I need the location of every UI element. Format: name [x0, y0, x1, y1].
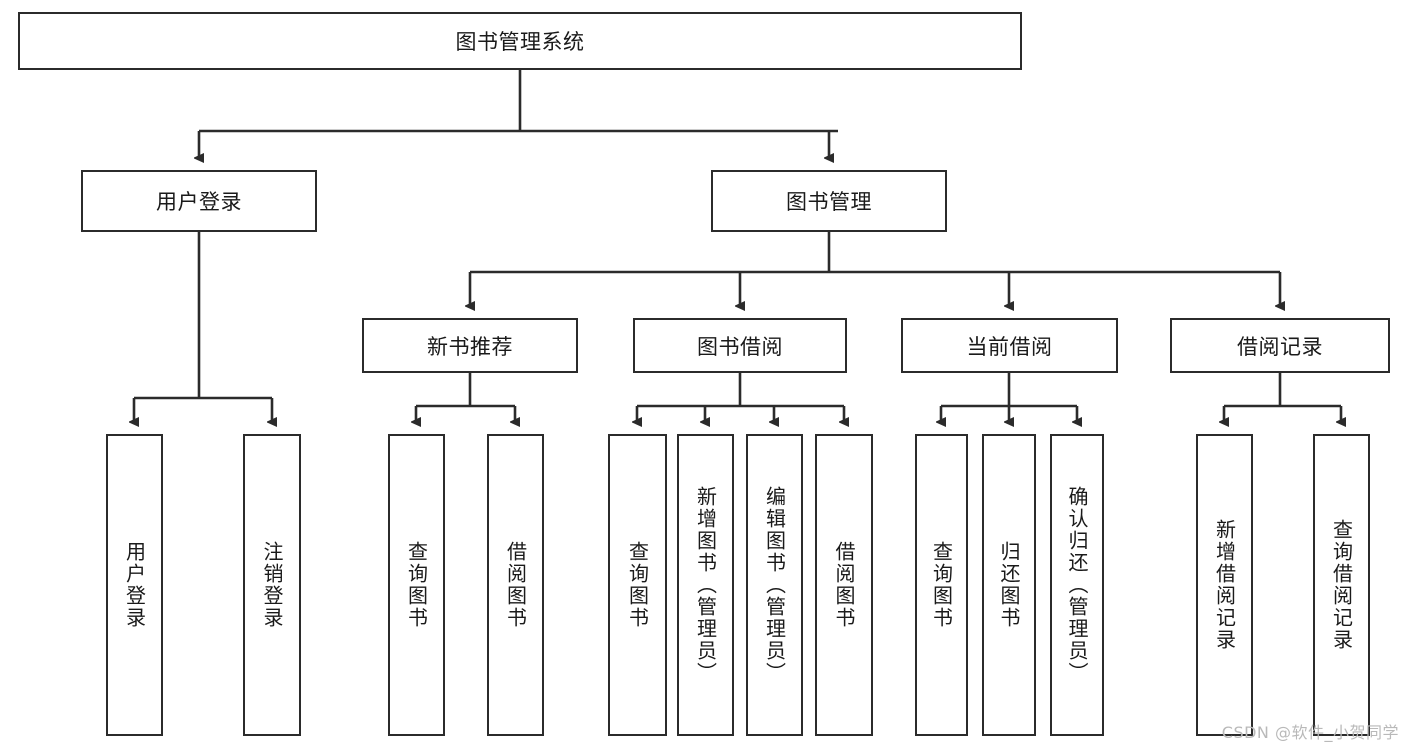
node-leaf-add-book-label: 新增图书（管理员） [693, 486, 718, 684]
node-book-manage[interactable]: 图书管理 [711, 170, 947, 232]
edge-group-borrow-record [1224, 373, 1341, 422]
node-leaf-query-book-label: 查询图书 [625, 541, 650, 629]
edge-group-user-login [134, 232, 272, 422]
edge-group-new-book-rec [416, 373, 515, 422]
node-user-login-label: 用户登录 [156, 190, 242, 214]
node-leaf-query-record-label: 查询借阅记录 [1329, 519, 1354, 651]
node-leaf-user-login-label: 用户登录 [122, 541, 147, 629]
node-current-borrow[interactable]: 当前借阅 [901, 318, 1118, 373]
node-borrow-record-label: 借阅记录 [1237, 334, 1323, 359]
edge-group-book-borrow [637, 373, 844, 422]
node-leaf-add-record[interactable]: 新增借阅记录 [1196, 434, 1253, 736]
node-leaf-query-book[interactable]: 查询图书 [608, 434, 667, 736]
node-leaf-add-record-label: 新增借阅记录 [1212, 519, 1237, 651]
node-new-book-rec-label: 新书推荐 [427, 334, 513, 359]
node-root-label: 图书管理系统 [455, 30, 585, 54]
node-root[interactable]: 图书管理系统 [18, 12, 1022, 70]
node-user-login[interactable]: 用户登录 [81, 170, 317, 232]
node-book-borrow-label: 图书借阅 [697, 334, 783, 359]
node-leaf-borrow-book-rec[interactable]: 借阅图书 [487, 434, 544, 736]
node-leaf-query-record[interactable]: 查询借阅记录 [1313, 434, 1370, 736]
watermark: CSDN @软件_小贺同学 [1221, 723, 1399, 742]
edge-group-book-manage [470, 232, 1280, 306]
node-leaf-query-book-rec-label: 查询图书 [404, 541, 429, 629]
node-book-manage-label: 图书管理 [786, 190, 872, 214]
edge-group-current-borrow [941, 373, 1077, 422]
node-leaf-edit-book-label: 编辑图书（管理员） [762, 486, 787, 684]
node-leaf-logout-label: 注销登录 [260, 541, 284, 629]
node-leaf-borrow-book-rec-label: 借阅图书 [503, 541, 528, 629]
node-leaf-return-book-label: 归还图书 [997, 541, 1021, 629]
node-leaf-confirm-return[interactable]: 确认归还（管理员） [1050, 434, 1104, 736]
edge-group-root [199, 70, 838, 158]
node-new-book-rec[interactable]: 新书推荐 [362, 318, 578, 373]
node-leaf-confirm-return-label: 确认归还（管理员） [1065, 486, 1089, 684]
node-leaf-borrow-book[interactable]: 借阅图书 [815, 434, 873, 736]
node-leaf-query-book-cur[interactable]: 查询图书 [915, 434, 968, 736]
node-book-borrow[interactable]: 图书借阅 [633, 318, 847, 373]
node-leaf-user-login[interactable]: 用户登录 [106, 434, 163, 736]
node-leaf-edit-book[interactable]: 编辑图书（管理员） [746, 434, 803, 736]
node-leaf-query-book-rec[interactable]: 查询图书 [388, 434, 445, 736]
node-leaf-borrow-book-label: 借阅图书 [832, 541, 856, 629]
node-leaf-query-book-cur-label: 查询图书 [929, 541, 954, 629]
node-leaf-logout[interactable]: 注销登录 [243, 434, 301, 736]
node-leaf-add-book[interactable]: 新增图书（管理员） [677, 434, 734, 736]
node-leaf-return-book[interactable]: 归还图书 [982, 434, 1036, 736]
node-current-borrow-label: 当前借阅 [966, 334, 1053, 359]
node-borrow-record[interactable]: 借阅记录 [1170, 318, 1390, 373]
